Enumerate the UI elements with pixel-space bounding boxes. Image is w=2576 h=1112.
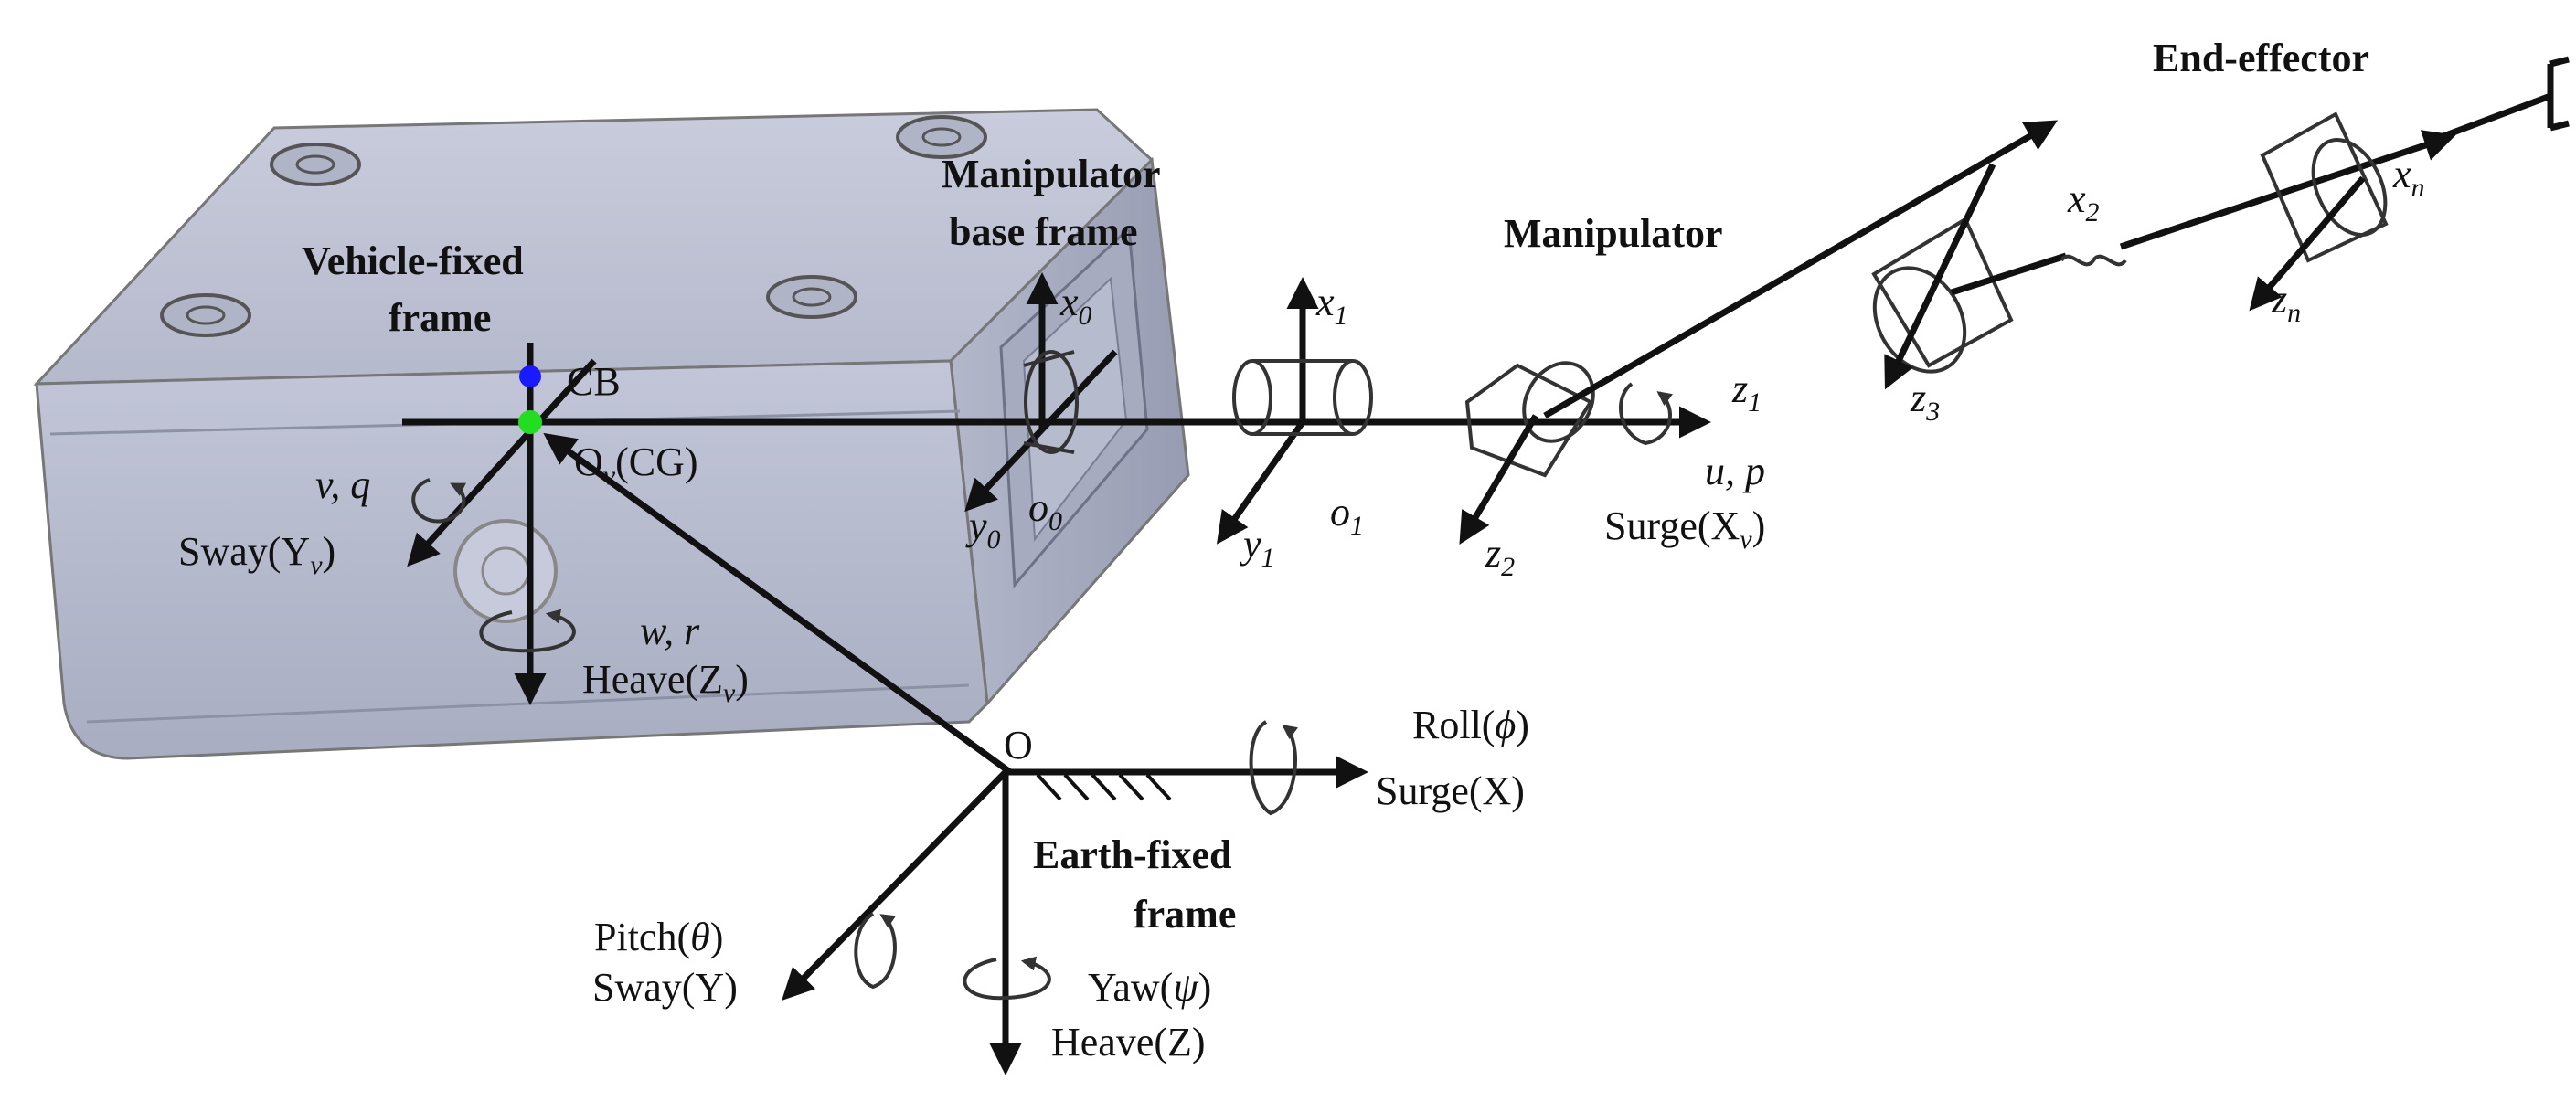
- z2-label: z2: [1485, 531, 1515, 582]
- cb-point: [519, 365, 541, 387]
- manipulator-title: Manipulator: [1504, 211, 1723, 256]
- manipulator-base-title-line1: Manipulator: [942, 152, 1161, 196]
- joint-cylinder-icon: [2260, 111, 2389, 263]
- x1-label: x1: [1315, 280, 1348, 331]
- rotation-arrow-icon: [1619, 382, 1674, 446]
- manipulator-base-title-line2: base frame: [949, 209, 1138, 254]
- earth-frame-title-line2: frame: [1134, 892, 1236, 937]
- rotation-arrow-icon: [963, 956, 1051, 1001]
- yaw-label: Yaw(ψ): [1088, 965, 1211, 1010]
- z3-label: z3: [1910, 376, 1940, 427]
- rotation-arrow-icon: [1249, 720, 1299, 816]
- link-3-axis: [1950, 252, 2068, 296]
- vq-label: v, q: [315, 462, 370, 507]
- ground-hatch-icon: [1036, 773, 1172, 801]
- surge-v-label: Surge(Xv): [1604, 503, 1765, 555]
- vehicle-frame-title-line2: frame: [389, 295, 491, 340]
- end-effector-link: [2434, 92, 2552, 143]
- y0-axis: [964, 349, 1118, 513]
- y0-label: y0: [965, 503, 1001, 555]
- pitch-label: Pitch(θ): [594, 915, 723, 959]
- vehicle-fixed-frame: [402, 343, 1280, 775]
- surge-label: Surge(X): [1376, 768, 1525, 813]
- joint-cylinder-icon: [1464, 361, 1595, 478]
- z3-axis: [1884, 163, 1996, 390]
- o1-label: o1: [1330, 490, 1364, 541]
- sway-label: Sway(Y): [592, 965, 738, 1010]
- xn-label: xn: [2392, 152, 2425, 203]
- position-vector-arrow: [543, 432, 1013, 775]
- cb-label: CB: [567, 359, 621, 404]
- x2-label: x2: [2067, 176, 2100, 228]
- propeller-icon: [453, 519, 558, 623]
- o0-label: o0: [1028, 485, 1062, 536]
- cg-point: [518, 410, 542, 434]
- end-effector-title: End-effector: [2153, 36, 2369, 80]
- y1-axis: [1216, 419, 1305, 545]
- earth-origin-label: O: [1004, 723, 1033, 768]
- break-symbol-icon: [2060, 254, 2127, 267]
- propeller-icon: [160, 293, 251, 337]
- rotation-arrow-icon: [854, 912, 897, 990]
- zn-label: zn: [2271, 277, 2301, 328]
- heave-label: Heave(Z): [1051, 1020, 1206, 1064]
- vehicle-frame-title-line1: Vehicle-fixed: [302, 238, 524, 283]
- manipulator-base-frame: [964, 272, 1118, 513]
- propeller-icon: [766, 275, 857, 319]
- z2-axis: [1459, 414, 1539, 545]
- vehicle-sway-axis: [407, 358, 597, 567]
- joint-cylinder-icon: [1023, 350, 1079, 454]
- x0-label: x0: [1059, 280, 1092, 331]
- gripper-icon: [2547, 56, 2570, 132]
- ov-label: Ov(CG): [574, 440, 698, 491]
- zn-axis: [2249, 175, 2366, 312]
- up-label: u, p: [1705, 449, 1765, 493]
- rotation-arrow-icon: [479, 609, 576, 653]
- wr-label: w, r: [640, 609, 700, 653]
- y1-label: y1: [1240, 522, 1275, 573]
- vehicle-body: [33, 108, 1190, 760]
- joint-cylinder-icon: [1232, 359, 1373, 436]
- earth-fixed-frame: [782, 720, 1368, 1075]
- z1-label: z1: [1731, 366, 1762, 418]
- heave-v-label: Heave(Zv): [582, 657, 749, 708]
- earth-sway-axis: [782, 769, 1008, 1001]
- propeller-icon: [896, 115, 987, 159]
- xn-axis: [2119, 130, 2456, 250]
- link-2-axis: [1543, 120, 2059, 419]
- propeller-icon: [270, 143, 361, 186]
- rotation-arrow-icon: [411, 478, 467, 524]
- manipulator-arm: [1216, 56, 2570, 545]
- earth-frame-title-line1: Earth-fixed: [1033, 832, 1232, 877]
- roll-label: Roll(ϕ): [1412, 703, 1529, 747]
- joint-cylinder-icon: [1871, 217, 2014, 374]
- sway-v-label: Sway(Yv): [178, 529, 335, 580]
